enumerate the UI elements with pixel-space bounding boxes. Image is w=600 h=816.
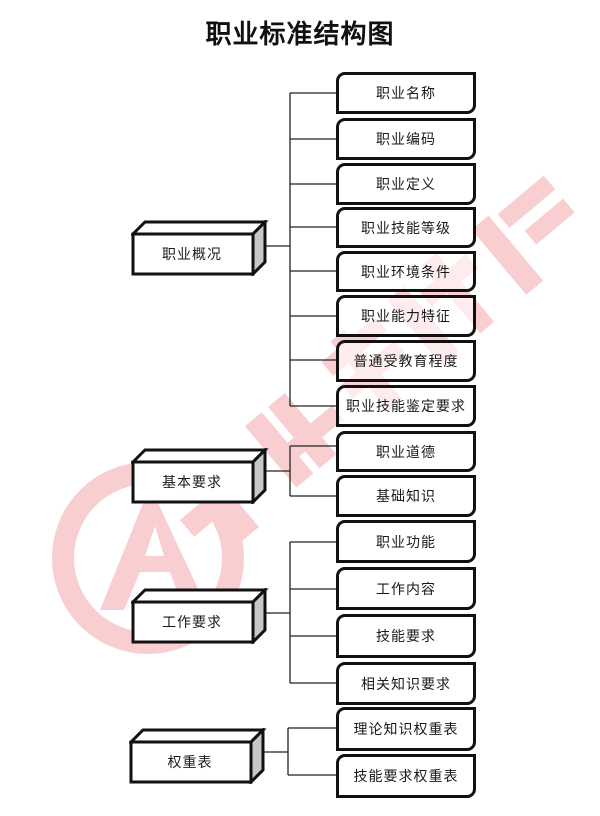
category-box-overview[interactable]: 职业概况 xyxy=(131,220,291,276)
leaf-box-skill-weight-table[interactable]: 技能要求权重表 xyxy=(336,754,476,798)
box-3d-shape xyxy=(129,728,267,784)
category-label: 工作要求 xyxy=(162,615,222,631)
diagram-title: 职业标准结构图 xyxy=(205,20,395,50)
leaf-box-skill-requirements[interactable]: 技能要求 xyxy=(336,614,476,658)
leaf-box-theory-weight-table[interactable]: 理论知识权重表 xyxy=(336,707,476,751)
category-label: 基本要求 xyxy=(162,475,222,491)
leaf-box-education-level[interactable]: 普通受教育程度 xyxy=(336,340,476,382)
leaf-box-occupation-name[interactable]: 职业名称 xyxy=(336,72,476,114)
leaf-box-professional-ethics[interactable]: 职业道德 xyxy=(336,431,476,472)
leaf-box-skill-levels[interactable]: 职业技能等级 xyxy=(336,207,476,248)
leaf-box-occupation-code[interactable]: 职业编码 xyxy=(336,118,476,160)
leaf-box-appraisal-requirements[interactable]: 职业技能鉴定要求 xyxy=(336,385,476,427)
box-3d-shape xyxy=(131,588,269,644)
category-label: 权重表 xyxy=(167,755,213,771)
category-box-work-requirements[interactable]: 工作要求 xyxy=(131,588,291,644)
leaf-box-ability-characteristics[interactable]: 职业能力特征 xyxy=(336,295,476,337)
category-box-basic-requirements[interactable]: 基本要求 xyxy=(131,448,291,504)
leaf-box-basic-knowledge[interactable]: 基础知识 xyxy=(336,475,476,517)
leaf-box-related-knowledge[interactable]: 相关知识要求 xyxy=(336,662,476,705)
box-3d-shape xyxy=(131,220,269,276)
leaf-box-work-environment[interactable]: 职业环境条件 xyxy=(336,251,476,292)
leaf-box-occupation-definition[interactable]: 职业定义 xyxy=(336,163,476,205)
leaf-box-occupational-functions[interactable]: 职业功能 xyxy=(336,520,476,563)
box-3d-shape xyxy=(131,448,269,504)
category-box-weight-tables[interactable]: 权重表 xyxy=(129,728,289,784)
leaf-box-work-content[interactable]: 工作内容 xyxy=(336,567,476,610)
category-label: 职业概况 xyxy=(162,247,222,263)
